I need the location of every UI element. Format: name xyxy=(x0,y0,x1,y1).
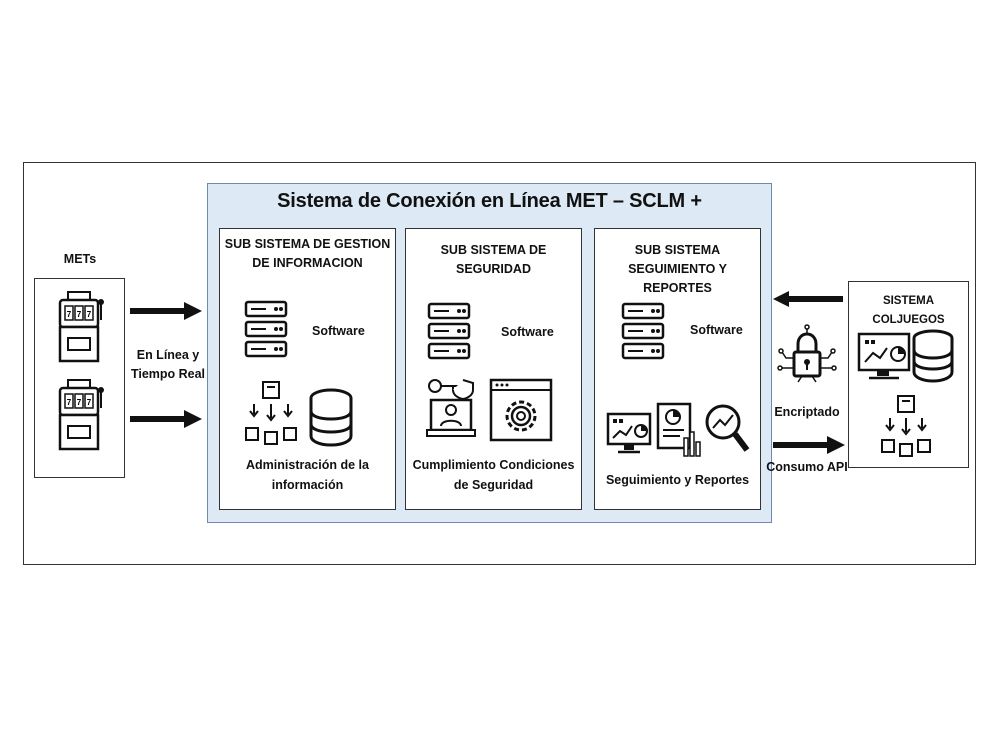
connection-label: En Línea y Tiempo Real xyxy=(128,346,208,384)
api-label: Consumo API xyxy=(766,460,848,474)
arrow-right-icon xyxy=(130,302,202,320)
server-icon xyxy=(244,300,288,358)
svg-text:7: 7 xyxy=(87,310,92,319)
panel-title-line1: SUB SISTEMA DE xyxy=(440,243,547,257)
panel-caption-line1: Cumplimiento Condiciones xyxy=(412,458,575,472)
svg-text:7: 7 xyxy=(77,398,82,407)
panel-title: SUB SISTEMA SEGUIMIENTO Y REPORTES xyxy=(595,241,760,298)
search-icon xyxy=(705,404,750,452)
arrow-right-icon xyxy=(130,410,202,428)
svg-text:7: 7 xyxy=(87,398,92,407)
panel-seguimiento-reportes: SUB SISTEMA SEGUIMIENTO Y REPORTES Softw… xyxy=(594,228,761,510)
server-icon xyxy=(427,302,471,360)
panel-caption: Administración de la información xyxy=(220,455,395,495)
slot-machine-icon: 7 7 7 xyxy=(58,291,104,363)
panel-gestion-informacion: SUB SISTEMA DE GESTION DE INFORMACION So… xyxy=(219,228,396,510)
connection-line1: En Línea y xyxy=(136,348,200,362)
slot-machine-icon: 7 7 7 xyxy=(58,379,104,451)
panel-title-line2: SEGURIDAD xyxy=(455,262,531,276)
panel-caption-line2: información xyxy=(271,478,344,492)
mets-label: METs xyxy=(63,252,97,266)
panel-caption-line1: Administración de la xyxy=(246,458,369,472)
software-label: Software xyxy=(501,325,554,339)
server-icon xyxy=(621,302,665,360)
svg-text:7: 7 xyxy=(77,310,82,319)
panel-seguridad: SUB SISTEMA DE SEGURIDAD Software Cumpli… xyxy=(405,228,582,510)
panel-title-line1: SUB SISTEMA DE GESTION xyxy=(224,237,391,251)
panel-caption: Cumplimiento Condiciones de Seguridad xyxy=(406,455,581,495)
panel-caption-line2: de Seguridad xyxy=(453,478,534,492)
database-icon xyxy=(309,388,353,447)
connection-line2: Tiempo Real xyxy=(130,367,206,381)
svg-text:7: 7 xyxy=(67,310,72,319)
report-icon xyxy=(656,402,701,457)
distribution-icon xyxy=(245,381,297,445)
dashboard-database-icon xyxy=(857,329,954,383)
distribution-icon xyxy=(881,395,931,457)
panel-title-line1: SUB SISTEMA xyxy=(634,243,721,257)
panel-title: SUB SISTEMA DE SEGURIDAD xyxy=(406,241,581,279)
panel-title: SUB SISTEMA DE GESTION DE INFORMACION xyxy=(220,235,395,273)
panel-title-line2: DE INFORMACION xyxy=(252,256,363,270)
svg-text:7: 7 xyxy=(67,398,72,407)
gear-icon xyxy=(489,378,553,442)
padlock-icon xyxy=(777,324,837,383)
arrow-left-icon xyxy=(773,291,843,307)
coljuegos-title: SISTEMA COLJUEGOS xyxy=(872,295,945,326)
panel-caption-line1: Seguimiento y Reportes xyxy=(605,473,750,487)
panel-title-line2: SEGUIMIENTO Y REPORTES xyxy=(628,262,727,295)
user-security-icon xyxy=(426,379,476,437)
software-label: Software xyxy=(690,323,743,337)
arrow-right-icon xyxy=(773,436,845,454)
software-label: Software xyxy=(312,324,365,338)
main-title: Sistema de Conexión en Línea MET – SCLM … xyxy=(277,190,702,212)
panel-caption: Seguimiento y Reportes xyxy=(595,470,760,490)
encrypted-label: Encriptado xyxy=(774,405,840,419)
dashboard-icon xyxy=(606,412,652,454)
